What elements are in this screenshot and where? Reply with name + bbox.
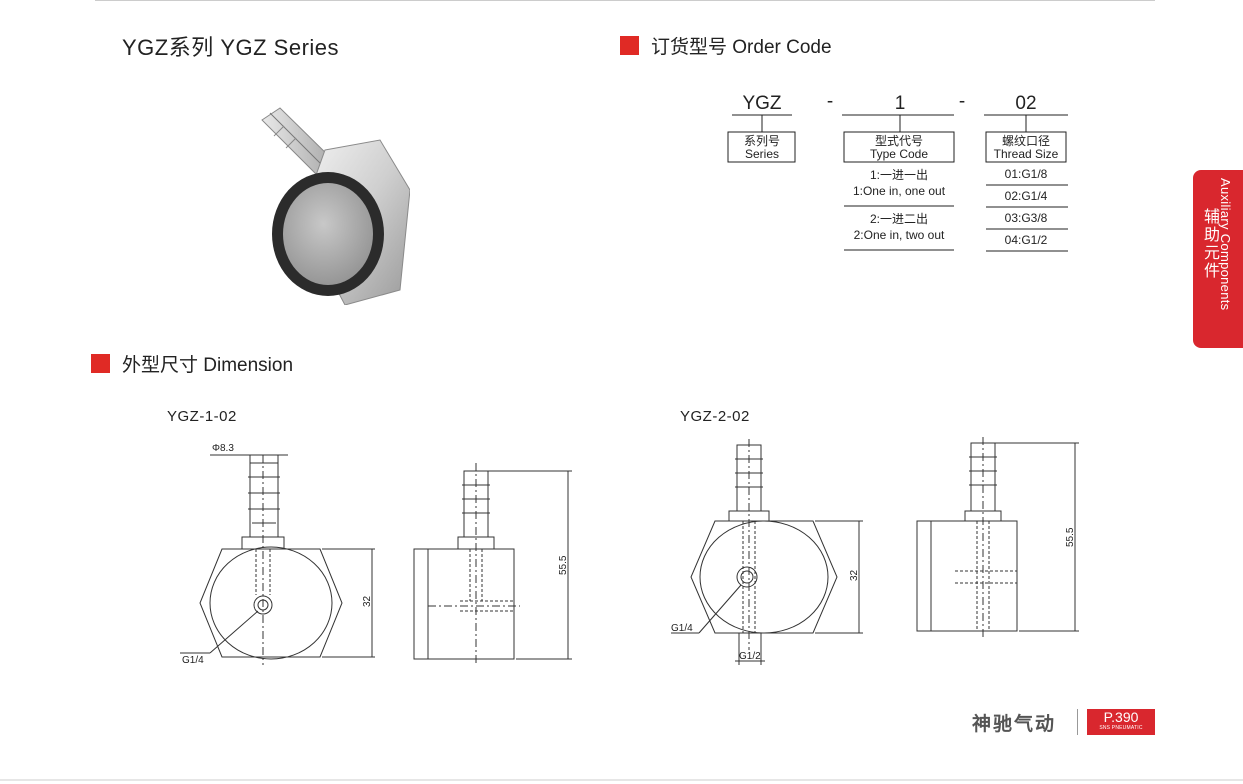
dim-port-label: G1/4 [182, 655, 204, 666]
model-name-2: YGZ-2-02 [680, 408, 750, 425]
drawing-ygz-1-02: Φ8.3 G1/4 32 55.5 [180, 443, 572, 666]
dim2-body-label: 32 [849, 569, 860, 581]
thread-option-4: 04:G1/2 [1005, 233, 1048, 247]
product-photo [261, 107, 410, 305]
type-option-1-cn: 1:一进一出 [870, 168, 928, 182]
code-dash-1: - [827, 91, 833, 112]
dim2-port-label: G1/4 [671, 623, 693, 634]
dim-height-label: 55.5 [558, 555, 569, 575]
side-category-tab: Auxiliary Components 辅助元件 [1193, 170, 1243, 348]
order-code-diagram: YGZ - 1 - 02 系列号 Series 型式代号 Type Code 螺… [727, 91, 1068, 252]
dim2-height-label: 55.5 [1065, 527, 1076, 547]
thread-option-3: 03:G3/8 [1005, 211, 1048, 225]
footer-divider [1077, 709, 1078, 735]
order-code-heading-text: 订货型号 Order Code [651, 37, 832, 58]
top-rule [95, 0, 1155, 1]
thread-box [985, 131, 1067, 163]
thread-box-en: Thread Size [994, 147, 1059, 161]
filter-element [283, 183, 373, 285]
side-tab-cn: 辅助元件 [1201, 208, 1218, 280]
code-part-type: 1 [895, 93, 906, 114]
thread-box-cn: 螺纹口径 [1002, 134, 1050, 148]
code-part-series: YGZ [742, 93, 781, 114]
dim-body-label: 32 [362, 595, 373, 607]
page-title: YGZ系列 YGZ Series [122, 35, 340, 60]
dimension-heading-text: 外型尺寸 Dimension [122, 355, 294, 376]
code-part-thread: 02 [1015, 93, 1036, 114]
series-box-cn: 系列号 [744, 134, 780, 148]
dim2-port2-label: G1/2 [739, 651, 761, 662]
type-option-1-en: 1:One in, one out [853, 184, 946, 198]
thread-option-2: 02:G1/4 [1005, 189, 1048, 203]
footer-brand: 神驰气动 [972, 714, 1057, 735]
code-dash-2: - [959, 91, 965, 112]
type-box [843, 131, 955, 163]
thread-option-1: 01:G1/8 [1005, 167, 1048, 181]
dimension-heading: 外型尺寸 Dimension [91, 350, 293, 377]
type-box-en: Type Code [870, 147, 928, 161]
type-option-2-cn: 2:一进二出 [870, 212, 928, 226]
page-brand-sub: SNS PNEUMATIC [1099, 725, 1143, 731]
order-code-heading: 订货型号 Order Code [620, 32, 832, 59]
type-option-2-en: 2:One in, two out [854, 228, 945, 242]
page-number: P.390 [1103, 709, 1139, 725]
page-number-badge: P.390 SNS PNEUMATIC [1087, 709, 1155, 735]
type-box-cn: 型式代号 [875, 134, 923, 148]
section-bullet-icon [91, 354, 110, 373]
side-tab-en: Auxiliary Components [1218, 178, 1233, 311]
series-box [727, 131, 796, 163]
section-bullet-icon [620, 36, 639, 55]
dim-dia-label: Φ8.3 [212, 443, 234, 454]
bottom-rule [0, 779, 1243, 781]
drawing-ygz-2-02: G1/4 G1/2 32 55.5 [671, 437, 1079, 665]
model-name-1: YGZ-1-02 [167, 408, 237, 425]
series-box-en: Series [745, 147, 779, 161]
